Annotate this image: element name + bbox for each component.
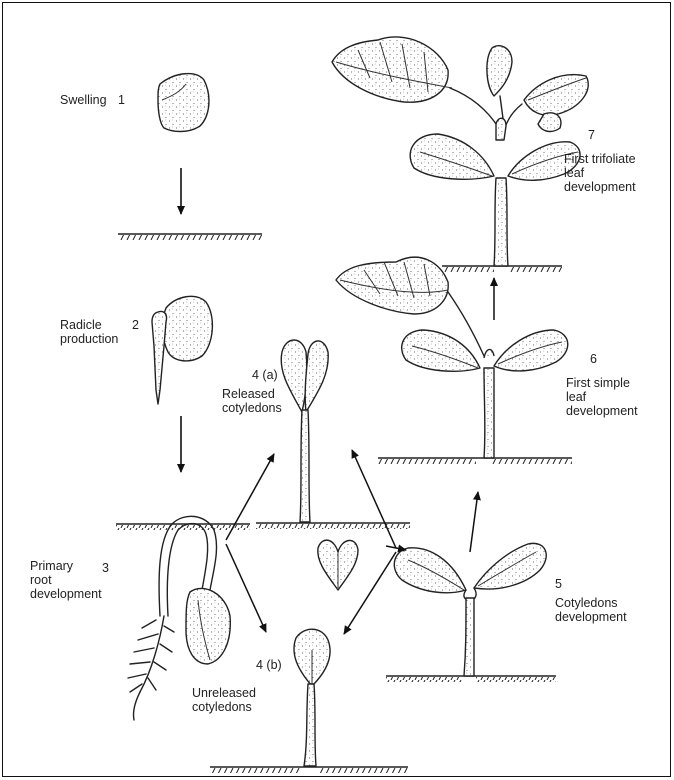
number-stage-2: 2 xyxy=(132,318,139,332)
ground-line-stage7 xyxy=(442,266,562,272)
cotyledons-heart xyxy=(318,540,358,590)
seed-swelling xyxy=(158,74,209,132)
arrow-5-to-6 xyxy=(470,492,478,552)
ground-line-stage3 xyxy=(116,524,250,530)
arrow-heart-to-4a xyxy=(352,450,396,548)
label-stage-5: Cotyledons development xyxy=(555,596,627,624)
number-stage-4a: 4 (a) xyxy=(252,368,278,382)
seedling-unreleased-cotyledons xyxy=(294,629,330,766)
label-stage-6: First simple leaf development xyxy=(566,376,638,418)
label-stage-7: First trifoliate leaf development xyxy=(564,152,670,194)
ground-line-stage1 xyxy=(118,234,262,240)
ground-line-stage4b xyxy=(210,767,408,773)
seedling-released-cotyledons xyxy=(281,340,328,522)
label-stage-4a: Released cotyledons xyxy=(222,387,282,415)
seedling-cotyledons-development xyxy=(394,543,546,676)
seedling-first-simple-leaf xyxy=(336,257,568,458)
number-stage-7: 7 xyxy=(588,128,595,142)
seedling-first-trifoliate-leaf xyxy=(332,37,588,266)
label-stage-2: Radicle production xyxy=(60,318,118,346)
ground-line-stage5 xyxy=(386,676,556,682)
label-stage-4b: Unreleased cotyledons xyxy=(192,686,256,714)
number-stage-1: 1 xyxy=(118,93,125,107)
number-stage-3: 3 xyxy=(102,561,109,575)
label-stage-1: Swelling xyxy=(60,93,107,107)
label-stage-3: Primary root development xyxy=(30,559,102,601)
ground-line-stage6 xyxy=(378,458,572,464)
number-stage-6: 6 xyxy=(590,352,597,366)
number-stage-5: 5 xyxy=(555,577,562,591)
arrow-3-to-4b xyxy=(226,544,266,632)
seed-radicle xyxy=(152,296,212,404)
number-stage-4b: 4 (b) xyxy=(256,658,282,672)
